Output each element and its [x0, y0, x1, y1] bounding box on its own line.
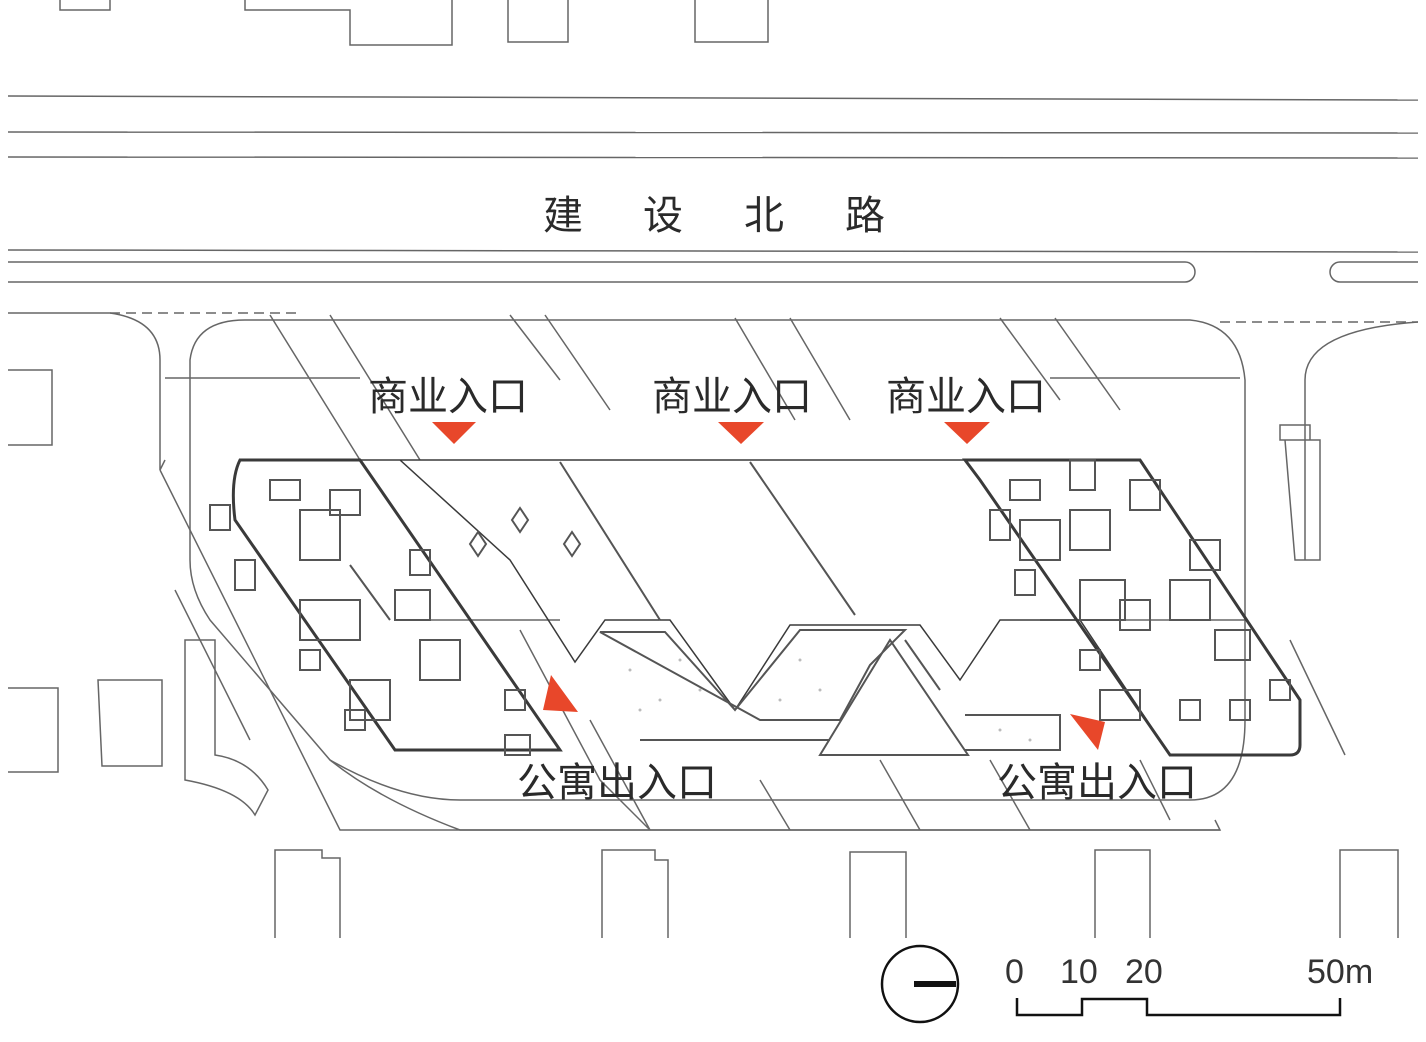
road-name-char: 北 [744, 193, 784, 239]
building-outline [59, 0, 111, 11]
commercial-entrance-label: 商业入口 [886, 374, 1046, 420]
scale-tick-label: 50m [1307, 953, 1374, 991]
commercial-entrance-label: 商业入口 [368, 374, 528, 420]
entrance-marker-icon [718, 422, 764, 444]
road-name-char: 建 [543, 193, 583, 239]
entrance-marker-icon [944, 422, 990, 444]
commercial-entrance-label: 商业入口 [652, 374, 812, 420]
scale-bar [1015, 997, 1342, 1017]
apartment-entrance-label: 公寓出入口 [517, 760, 717, 806]
entrance-marker-icon [1070, 714, 1105, 750]
building-outline [244, 0, 453, 46]
entrance-marker-icon [543, 675, 578, 712]
north-arrow-icon [880, 944, 960, 1024]
road-name-char: 设 [643, 193, 683, 239]
apartment-entrance-label: 公寓出入口 [997, 760, 1197, 806]
entrance-marker-icon [432, 422, 476, 444]
scale-tick-label: 10 [1060, 953, 1098, 991]
building-outline [694, 0, 769, 43]
scale-tick-label: 20 [1125, 953, 1163, 991]
scale-tick-label: 0 [1005, 953, 1024, 991]
building-outline [507, 0, 569, 43]
road-name-char: 路 [845, 193, 885, 239]
